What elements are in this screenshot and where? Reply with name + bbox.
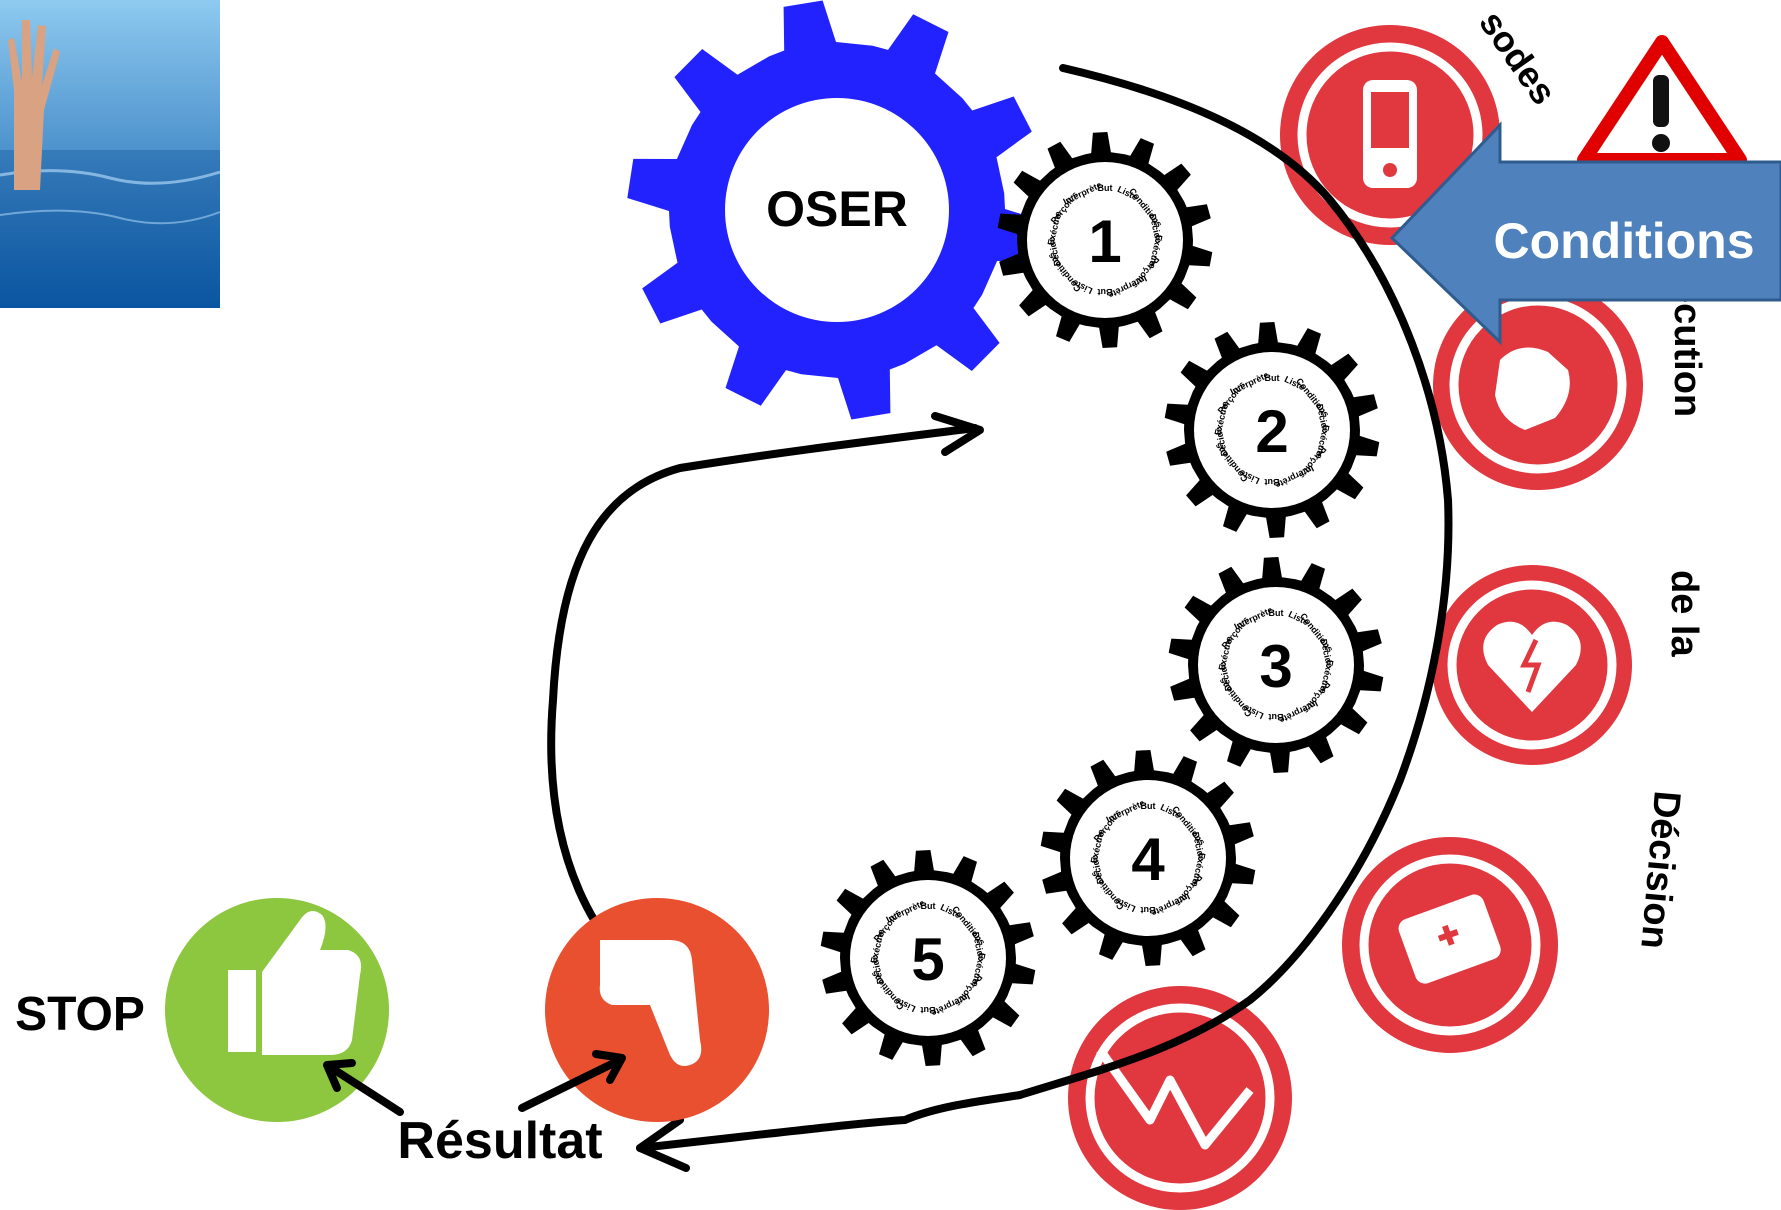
boundary-curve xyxy=(636,64,1453,1152)
cog-face xyxy=(1198,587,1354,743)
conditions-label: Conditions xyxy=(1493,213,1754,269)
warning-triangle-icon xyxy=(1577,35,1747,167)
feedback-loop-arrow xyxy=(547,424,979,994)
label-execution: écution xyxy=(1666,282,1708,417)
red-icon-column xyxy=(1068,25,1643,1210)
main-gear-label: OSER xyxy=(766,181,908,237)
cog-word: But xyxy=(921,1005,936,1015)
arrow-to-thumbs-up xyxy=(326,1063,404,1116)
cpr-hands-icon xyxy=(1433,280,1643,490)
cog-word: But xyxy=(1098,183,1113,193)
feedback-arrowhead xyxy=(931,412,984,456)
label-decision: Décision xyxy=(1632,789,1688,950)
stop-label: STOP xyxy=(15,988,145,1041)
drowning-hand-image xyxy=(0,0,221,308)
cog-word: But xyxy=(1141,905,1156,915)
arrow-to-thumbs-down xyxy=(518,1056,624,1112)
cog-word: But xyxy=(1269,608,1284,618)
cog-word: But xyxy=(921,901,936,911)
main-gear: OSER xyxy=(627,0,1047,420)
thumbs-up-icon xyxy=(165,898,389,1122)
cog-word: But xyxy=(1141,801,1156,811)
cog-face xyxy=(850,880,1006,1036)
ambulance-icon xyxy=(1342,837,1558,1053)
cog-number: 2 xyxy=(1255,398,1288,465)
ecg-monitor-icon xyxy=(1068,986,1292,1210)
cog-word: But xyxy=(1265,373,1280,383)
arrowhead-to-result xyxy=(636,1116,690,1172)
hand-icon xyxy=(8,20,60,190)
cog-word: But xyxy=(1098,287,1113,297)
cog-face xyxy=(1027,162,1183,318)
cog-face xyxy=(1194,352,1350,508)
cog-number: 1 xyxy=(1088,208,1121,275)
arrow-to-thumbs-up-head xyxy=(323,1059,356,1092)
arrow-to-thumbs-down-head xyxy=(592,1050,626,1084)
heart-defibrillator-icon xyxy=(1432,565,1632,765)
cog-word: But xyxy=(1269,712,1284,722)
cog-face xyxy=(1070,780,1226,936)
cog-number: 3 xyxy=(1259,633,1292,700)
cog-word: But xyxy=(1265,477,1280,487)
label-de-la: de la xyxy=(1663,570,1705,657)
conditions-arrow: Conditions xyxy=(1389,121,1781,346)
result-label: Résultat xyxy=(397,1112,602,1170)
cog-number: 5 xyxy=(911,926,944,993)
thumbs-down-icon xyxy=(545,898,769,1122)
cog-number: 4 xyxy=(1131,826,1165,893)
